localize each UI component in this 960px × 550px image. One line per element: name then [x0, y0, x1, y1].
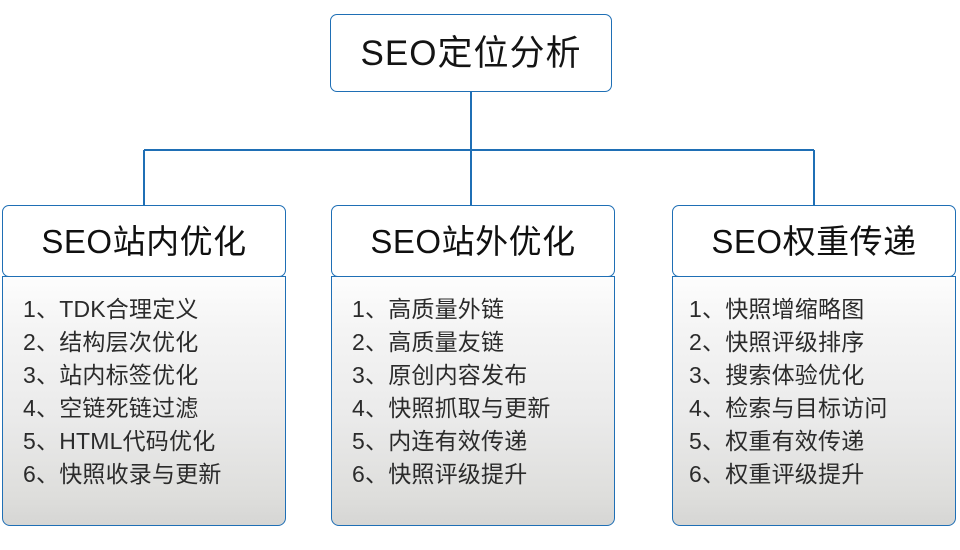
list-item: 6、快照评级提升	[352, 460, 528, 487]
column-body-onsite: 1、TDK合理定义 2、结构层次优化 3、站内标签优化 4、空链死链过滤 5、H…	[2, 275, 286, 526]
root-node-label: SEO定位分析	[360, 33, 582, 73]
list-item: 2、结构层次优化	[23, 328, 199, 355]
list-item: 3、站内标签优化	[23, 361, 199, 388]
list-item: 2、高质量友链	[352, 328, 505, 355]
list-item: 6、权重评级提升	[689, 460, 865, 487]
list-item: 2、快照评级排序	[689, 328, 865, 355]
list-item: 1、高质量外链	[352, 295, 505, 322]
list-item: 5、HTML代码优化	[23, 427, 216, 454]
root-node: SEO定位分析	[330, 14, 612, 92]
item-list-offsite: 1、高质量外链 2、高质量友链 3、原创内容发布 4、快照抓取与更新 5、内连有…	[332, 293, 614, 491]
column-seo-weight-transfer: SEO权重传递 1、快照增缩略图 2、快照评级排序 3、搜索体验优化 4、检索与…	[672, 205, 956, 526]
column-header-label: SEO站内优化	[41, 222, 247, 260]
list-item: 5、权重有效传递	[689, 427, 865, 454]
column-body-weight-transfer: 1、快照增缩略图 2、快照评级排序 3、搜索体验优化 4、检索与目标访问 5、权…	[672, 275, 956, 526]
item-list-onsite: 1、TDK合理定义 2、结构层次优化 3、站内标签优化 4、空链死链过滤 5、H…	[3, 293, 285, 491]
list-item: 1、TDK合理定义	[23, 295, 199, 322]
column-header-offsite: SEO站外优化	[331, 205, 615, 277]
list-item: 4、检索与目标访问	[689, 394, 888, 421]
column-body-offsite: 1、高质量外链 2、高质量友链 3、原创内容发布 4、快照抓取与更新 5、内连有…	[331, 275, 615, 526]
column-header-weight-transfer: SEO权重传递	[672, 205, 956, 277]
list-item: 6、快照收录与更新	[23, 460, 222, 487]
list-item: 5、内连有效传递	[352, 427, 528, 454]
list-item: 3、原创内容发布	[352, 361, 528, 388]
list-item: 1、快照增缩略图	[689, 295, 865, 322]
column-seo-offsite: SEO站外优化 1、高质量外链 2、高质量友链 3、原创内容发布 4、快照抓取与…	[331, 205, 615, 526]
list-item: 3、搜索体验优化	[689, 361, 865, 388]
column-header-onsite: SEO站内优化	[2, 205, 286, 277]
item-list-weight-transfer: 1、快照增缩略图 2、快照评级排序 3、搜索体验优化 4、检索与目标访问 5、权…	[673, 293, 955, 491]
column-header-label: SEO权重传递	[711, 222, 917, 260]
list-item: 4、快照抓取与更新	[352, 394, 551, 421]
list-item: 4、空链死链过滤	[23, 394, 199, 421]
column-header-label: SEO站外优化	[370, 222, 576, 260]
column-seo-onsite: SEO站内优化 1、TDK合理定义 2、结构层次优化 3、站内标签优化 4、空链…	[2, 205, 286, 526]
